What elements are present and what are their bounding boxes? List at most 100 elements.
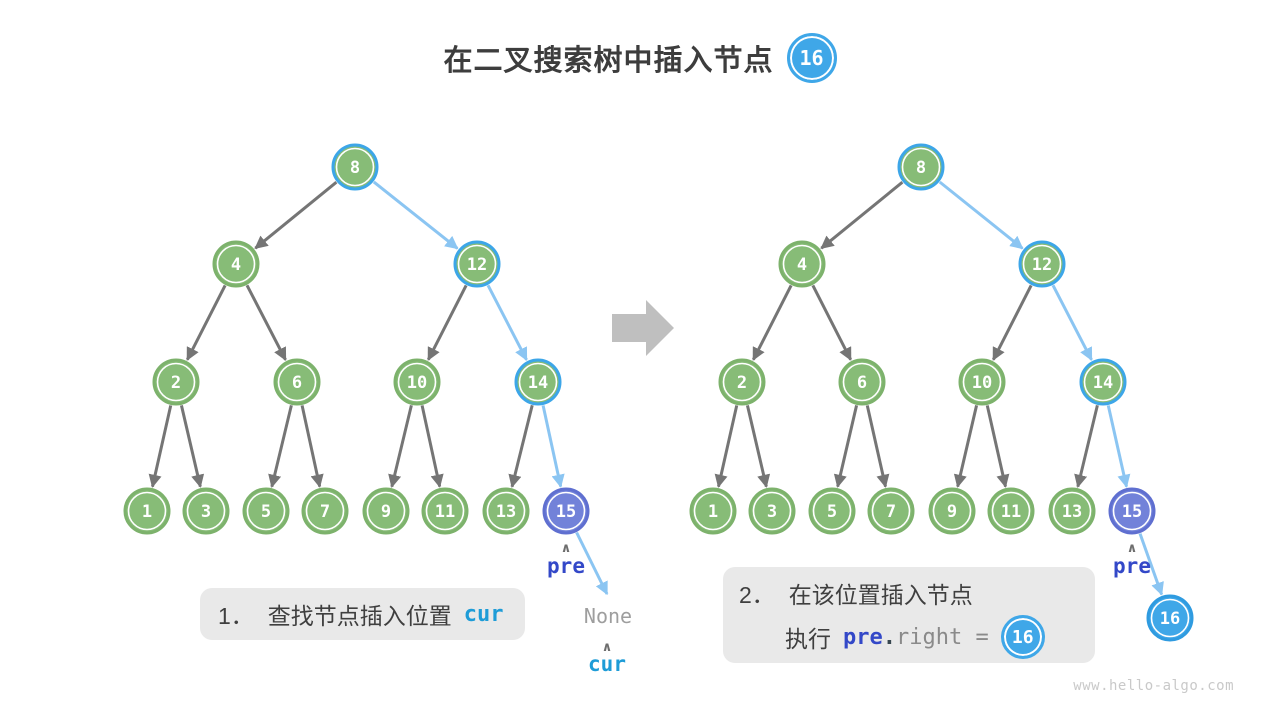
tree-node-4: 4 bbox=[212, 240, 260, 288]
caption-step1-code-cur: cur bbox=[463, 601, 504, 627]
edge-15-pointer bbox=[575, 531, 609, 596]
node-inner-ring bbox=[246, 491, 286, 531]
tree-node-8: 8 bbox=[897, 143, 945, 191]
node-value: 13 bbox=[496, 502, 516, 522]
tree-node-14: 14 bbox=[514, 358, 562, 406]
tree-node-2: 2 bbox=[152, 358, 200, 406]
transition-arrow-icon bbox=[612, 300, 674, 356]
node-circle bbox=[331, 143, 379, 191]
caption-step2-node-badge: 16 bbox=[1000, 615, 1045, 659]
tree-node-10: 10 bbox=[393, 358, 441, 406]
node-inner-ring bbox=[518, 362, 558, 402]
tree-node-5: 5 bbox=[808, 487, 856, 535]
node-circle bbox=[514, 358, 562, 406]
node-circle bbox=[1048, 487, 1096, 535]
label-none: None bbox=[584, 604, 632, 628]
node-value: 11 bbox=[435, 502, 455, 522]
edge-8-12 bbox=[938, 180, 1024, 250]
node-circle bbox=[1079, 358, 1127, 406]
node-inner-ring bbox=[546, 491, 586, 531]
node-inner-ring bbox=[1083, 362, 1123, 402]
node-inner-ring bbox=[216, 244, 256, 284]
node-inner-ring bbox=[277, 362, 317, 402]
node-circle bbox=[718, 358, 766, 406]
node-value: 13 bbox=[1062, 502, 1082, 522]
edge-12-10 bbox=[426, 284, 468, 361]
edge-2-1 bbox=[714, 405, 739, 488]
node-value: 2 bbox=[171, 373, 181, 393]
label-caret: ∧ bbox=[1127, 541, 1138, 556]
edge-4-2 bbox=[751, 284, 793, 361]
node-value: 12 bbox=[1032, 255, 1052, 275]
tree-node-11: 11 bbox=[421, 487, 469, 535]
node-circle bbox=[301, 487, 349, 535]
node-value: 4 bbox=[231, 255, 241, 275]
edge-12-10 bbox=[991, 284, 1033, 361]
edge-10-11 bbox=[985, 405, 1010, 488]
node-circle bbox=[1146, 594, 1194, 642]
node-inner-ring bbox=[932, 491, 972, 531]
node-circle bbox=[123, 487, 171, 535]
node-circle bbox=[542, 487, 590, 535]
tree-node-12: 12 bbox=[453, 240, 501, 288]
tree-node-2: 2 bbox=[718, 358, 766, 406]
node-inner-ring bbox=[842, 362, 882, 402]
tree-node-15: 15 bbox=[1108, 487, 1156, 535]
node-value: 1 bbox=[142, 502, 152, 522]
node-inner-ring bbox=[486, 491, 526, 531]
tree-node-13: 13 bbox=[482, 487, 530, 535]
node-inner-ring bbox=[1052, 491, 1092, 531]
node-inner-ring bbox=[1022, 244, 1062, 284]
node-value: 5 bbox=[261, 502, 271, 522]
edge-10-9 bbox=[953, 405, 979, 488]
edge-8-4 bbox=[254, 181, 338, 250]
node-circle bbox=[689, 487, 737, 535]
edge-4-2 bbox=[185, 284, 227, 361]
node-value: 16 bbox=[1160, 609, 1180, 629]
label-cur: cur bbox=[588, 652, 626, 676]
node-inner-ring bbox=[812, 491, 852, 531]
node-value: 6 bbox=[857, 373, 867, 393]
tree-node-5: 5 bbox=[242, 487, 290, 535]
caption-step2-code-dot: . bbox=[882, 624, 896, 650]
node-inner-ring bbox=[305, 491, 345, 531]
node-inner-ring bbox=[901, 147, 941, 187]
node-inner-ring bbox=[722, 362, 762, 402]
edge-10-11 bbox=[420, 405, 444, 488]
edge-4-6 bbox=[245, 284, 287, 361]
node-circle bbox=[1108, 487, 1156, 535]
caption-step1: 1． 查找节点插入位置 cur bbox=[200, 588, 525, 640]
node-value: 8 bbox=[916, 158, 926, 178]
title-node-badge: 16 bbox=[786, 33, 837, 83]
edge-2-3 bbox=[179, 405, 205, 488]
edge-10-9 bbox=[388, 404, 413, 488]
edge-2-3 bbox=[745, 405, 771, 488]
node-value: 12 bbox=[467, 255, 487, 275]
tree-node-15: 15 bbox=[542, 487, 590, 535]
node-inner-ring bbox=[156, 362, 196, 402]
node-inner-ring bbox=[962, 362, 1002, 402]
node-value: 8 bbox=[350, 158, 360, 178]
tree-node-9: 9 bbox=[362, 487, 410, 535]
node-value: 7 bbox=[320, 502, 330, 522]
node-circle bbox=[482, 487, 530, 535]
node-inner-ring bbox=[991, 491, 1031, 531]
edge-14-13 bbox=[508, 404, 534, 489]
tree-node-10: 10 bbox=[958, 358, 1006, 406]
node-inner-ring bbox=[752, 491, 792, 531]
edge-14-13 bbox=[1074, 404, 1099, 488]
tree-node-16: 16 bbox=[1146, 594, 1194, 642]
edge-12-14 bbox=[486, 284, 528, 361]
edge-14-15 bbox=[1106, 405, 1131, 488]
caption-step2-code-rest: right = bbox=[896, 624, 989, 650]
node-circle bbox=[273, 358, 321, 406]
node-inner-ring bbox=[186, 491, 226, 531]
node-value: 14 bbox=[1093, 373, 1113, 393]
node-circle bbox=[838, 358, 886, 406]
caption-step2-line1: 2． 在该位置插入节点 bbox=[739, 576, 1095, 610]
node-value: 9 bbox=[381, 502, 391, 522]
node-circle bbox=[362, 487, 410, 535]
node-circle bbox=[212, 240, 260, 288]
